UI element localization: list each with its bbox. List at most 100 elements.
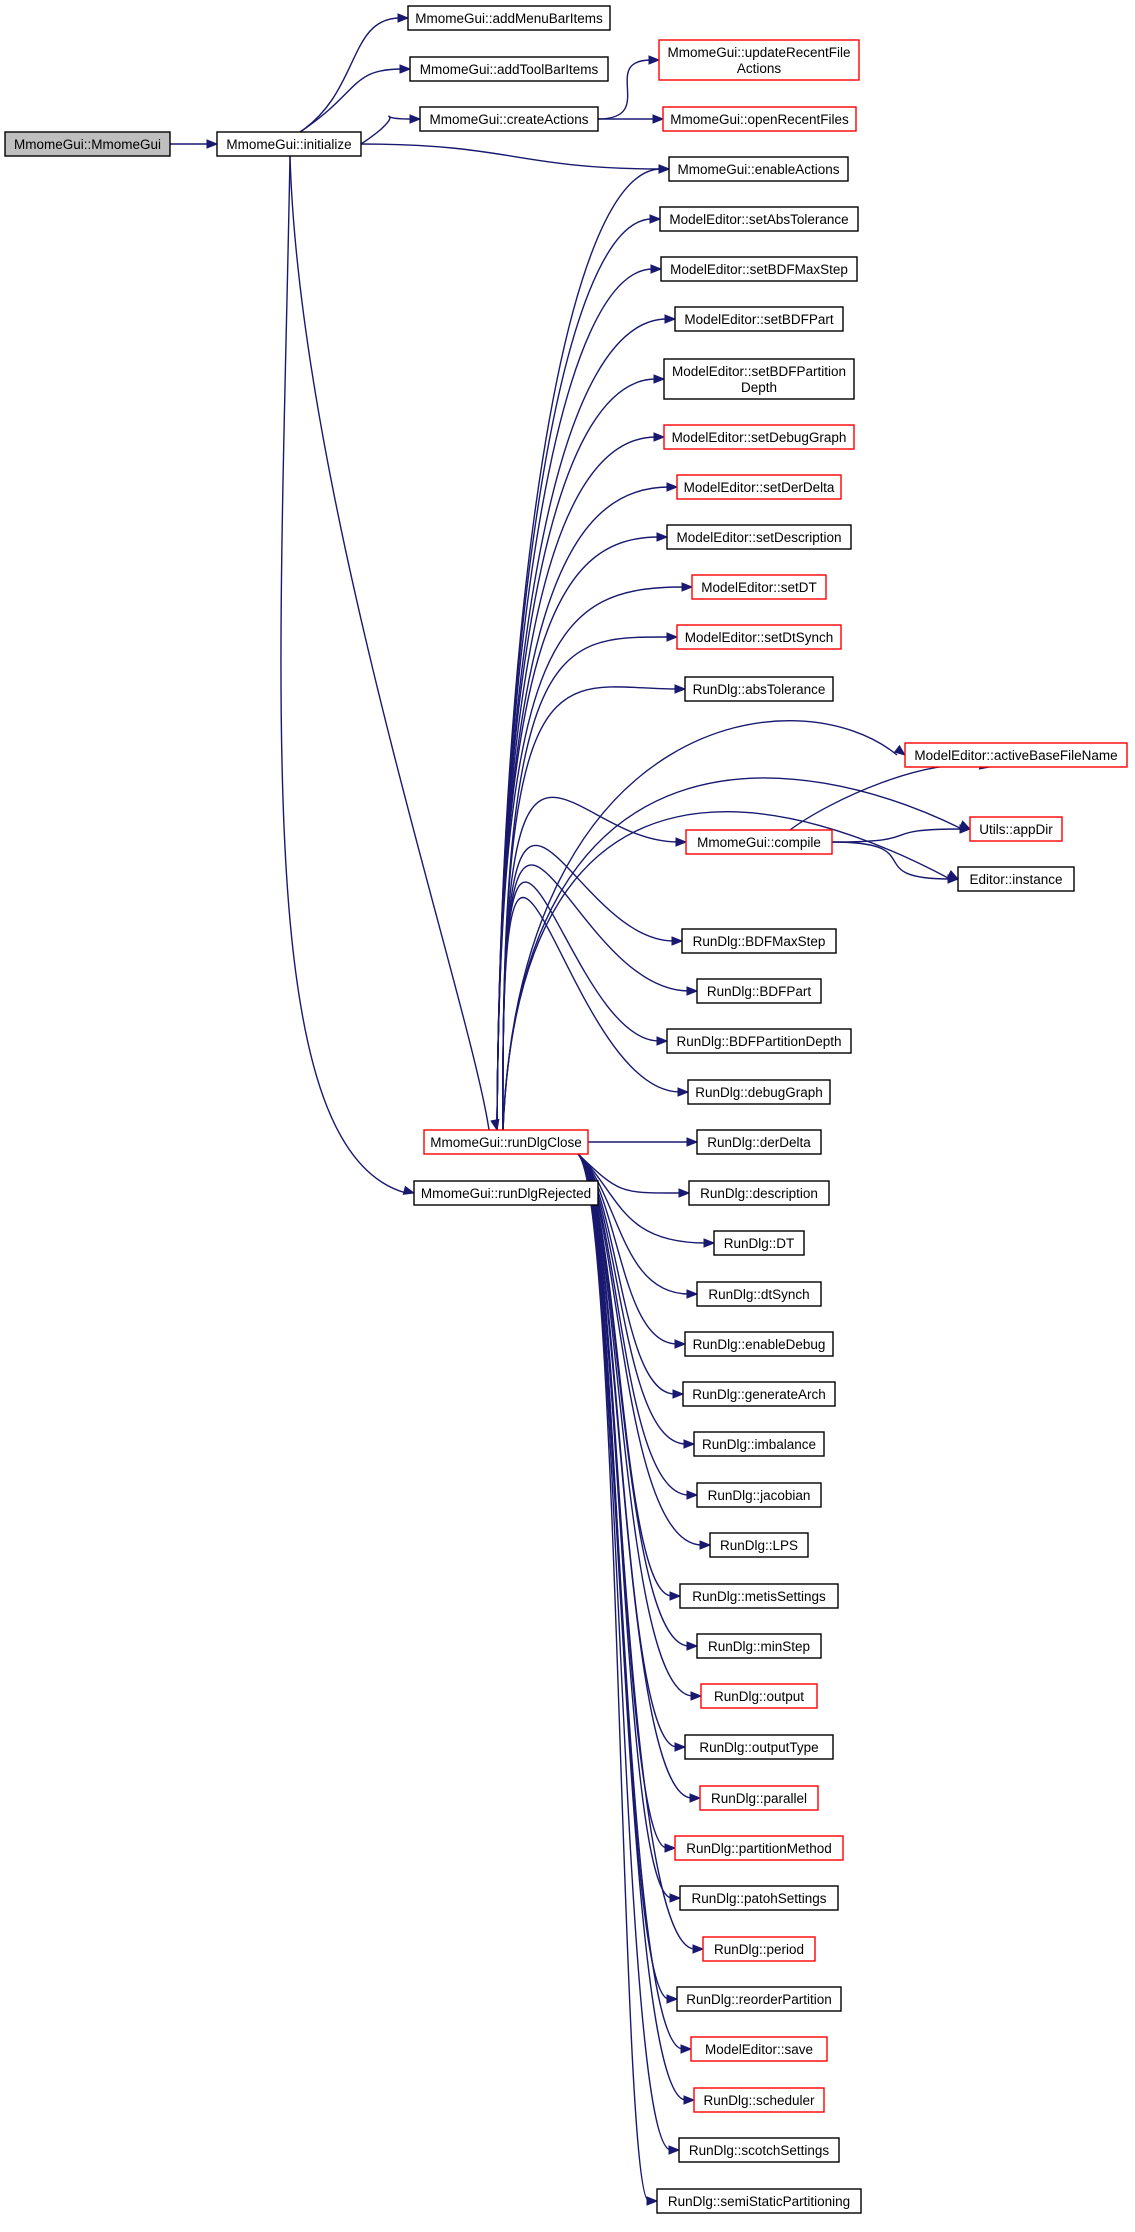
edge-arrowhead	[649, 214, 662, 224]
node-reorderpartition[interactable]: RunDlg::reorderPartition	[676, 1986, 842, 2012]
node-setabstolerance[interactable]: ModelEditor::setAbsTolerance	[659, 206, 859, 232]
node-label: ModelEditor::activeBaseFileName	[914, 748, 1117, 763]
node-abstolerance[interactable]: RunDlg::absTolerance	[684, 676, 834, 702]
edge-arrowhead	[669, 1893, 682, 1903]
edge-arrowhead	[686, 986, 699, 996]
edge-arrowhead	[664, 1843, 677, 1853]
node-setdtsynch[interactable]: ModelEditor::setDtSynch	[676, 624, 842, 650]
node-period[interactable]: RunDlg::period	[702, 1936, 816, 1962]
edge-rundlgclose-to-bdfpartitiondepth	[502, 881, 660, 1131]
node-initialize[interactable]: MmomeGui::initialize	[216, 131, 362, 157]
node-parallel[interactable]: RunDlg::parallel	[699, 1785, 819, 1811]
node-label: MmomeGui::compile	[697, 835, 821, 850]
node-activebasefilename[interactable]: ModelEditor::activeBaseFileName	[904, 742, 1128, 768]
edge-rundlgclose-to-description	[577, 1153, 682, 1194]
node-box	[696, 1281, 822, 1307]
edge-arrowhead	[689, 1793, 702, 1803]
node-setderdelta[interactable]: ModelEditor::setDerDelta	[676, 474, 842, 500]
node-label: Editor::instance	[969, 872, 1062, 887]
node-editorinstance[interactable]: Editor::instance	[957, 866, 1075, 892]
edge-initialize-to-rundlgrejected	[280, 155, 407, 1194]
node-label: Utils::appDir	[979, 822, 1053, 837]
edges-layer	[170, 13, 992, 2206]
node-rundlgrejected[interactable]: MmomeGui::runDlgRejected	[413, 1180, 599, 1206]
node-box	[682, 1381, 836, 1407]
edge-rundlgclose-to-patohsettings	[577, 1153, 673, 1899]
node-box	[660, 256, 858, 282]
node-label: RunDlg::parallel	[711, 1791, 807, 1806]
node-metissettings[interactable]: RunDlg::metisSettings	[679, 1583, 839, 1609]
edge-arrowhead	[658, 164, 671, 174]
node-bdfpartitiondepth[interactable]: RunDlg::BDFPartitionDepth	[666, 1028, 852, 1054]
node-setbdfmaxstep[interactable]: ModelEditor::setBDFMaxStep	[660, 256, 858, 282]
node-label: MmomeGui::createActions	[429, 112, 588, 127]
node-enabledebug[interactable]: RunDlg::enableDebug	[684, 1331, 834, 1357]
node-description[interactable]: RunDlg::description	[688, 1180, 830, 1206]
edge-arrowhead	[397, 13, 410, 23]
node-outputtype[interactable]: RunDlg::outputType	[684, 1734, 834, 1760]
node-setdt[interactable]: ModelEditor::setDT	[691, 574, 827, 600]
node-setdebuggraph[interactable]: ModelEditor::setDebugGraph	[663, 424, 855, 450]
node-generatearch[interactable]: RunDlg::generateArch	[682, 1381, 836, 1407]
node-semistaticpartitioning[interactable]: RunDlg::semiStaticPartitioning	[656, 2188, 862, 2214]
node-derdelta[interactable]: RunDlg::derDelta	[696, 1129, 822, 1155]
node-label: ModelEditor::setDT	[701, 580, 817, 595]
node-appdir[interactable]: Utils::appDir	[969, 816, 1063, 842]
node-box	[687, 1079, 831, 1105]
node-box	[663, 358, 855, 400]
node-label: RunDlg::BDFMaxStep	[693, 934, 826, 949]
node-lps[interactable]: RunDlg::LPS	[709, 1532, 809, 1558]
node-setdescription[interactable]: ModelEditor::setDescription	[666, 524, 852, 550]
edge-createactions-to-updaterecentfileactions	[597, 59, 652, 120]
node-jacobian[interactable]: RunDlg::jacobian	[696, 1482, 822, 1508]
edge-initialize-to-addmenubaritems	[299, 17, 401, 133]
node-box	[688, 1180, 830, 1206]
node-createactions[interactable]: MmomeGui::createActions	[419, 106, 599, 132]
node-bdfpart[interactable]: RunDlg::BDFPart	[696, 978, 822, 1004]
edge-arrowhead	[959, 824, 972, 834]
node-bdfmaxstep[interactable]: RunDlg::BDFMaxStep	[681, 928, 837, 954]
node-box	[684, 1734, 834, 1760]
node-label: RunDlg::imbalance	[702, 1437, 816, 1452]
node-label: ModelEditor::setDtSynch	[685, 630, 834, 645]
node-box	[696, 1129, 822, 1155]
node-box	[676, 624, 842, 650]
node-output[interactable]: RunDlg::output	[700, 1683, 818, 1709]
edge-arrowhead	[669, 1591, 682, 1601]
node-label: RunDlg::LPS	[720, 1538, 798, 1553]
edge-rundlgclose-to-debuggraph	[502, 896, 681, 1131]
edge-rundlgclose-to-save	[577, 1153, 684, 2050]
node-debuggraph[interactable]: RunDlg::debugGraph	[687, 1079, 831, 1105]
edge-rundlgclose-to-editorinstance	[502, 811, 951, 1131]
node-setbdfpart[interactable]: ModelEditor::setBDFPart	[674, 306, 844, 332]
node-addmenubaritems[interactable]: MmomeGui::addMenuBarItems	[407, 5, 611, 31]
node-enableactions[interactable]: MmomeGui::enableActions	[668, 156, 849, 182]
node-patohsettings[interactable]: RunDlg::patohSettings	[679, 1885, 839, 1911]
node-rundlgclose[interactable]: MmomeGui::runDlgClose	[423, 1129, 589, 1155]
edge-arrowhead	[668, 2145, 681, 2155]
node-save[interactable]: ModelEditor::save	[690, 2036, 828, 2062]
node-scotchsettings[interactable]: RunDlg::scotchSettings	[678, 2137, 840, 2163]
edge-arrowhead	[664, 314, 677, 324]
node-box	[216, 131, 362, 157]
node-dt[interactable]: RunDlg::DT	[713, 1230, 805, 1256]
node-label: RunDlg::semiStaticPartitioning	[668, 2194, 850, 2209]
node-openrecentfiles[interactable]: MmomeGui::openRecentFiles	[662, 106, 857, 132]
node-minstep[interactable]: RunDlg::minStep	[696, 1633, 822, 1659]
node-label: ModelEditor::setDescription	[676, 530, 841, 545]
edge-arrowhead	[674, 684, 687, 694]
node-box	[690, 2036, 828, 2062]
node-addtoolbaritems[interactable]: MmomeGui::addToolBarItems	[409, 56, 609, 82]
node-imbalance[interactable]: RunDlg::imbalance	[693, 1431, 825, 1457]
node-compile[interactable]: MmomeGui::compile	[685, 829, 833, 855]
node-mmomegui_ctor[interactable]: MmomeGui::MmomeGui	[4, 131, 171, 157]
node-scheduler[interactable]: RunDlg::scheduler	[693, 2087, 825, 2113]
edge-arrowhead	[653, 374, 666, 384]
node-label: ModelEditor::setAbsTolerance	[669, 212, 848, 227]
node-partitionmethod[interactable]: RunDlg::partitionMethod	[674, 1835, 844, 1861]
node-dtsynch[interactable]: RunDlg::dtSynch	[696, 1281, 822, 1307]
node-box	[679, 1885, 839, 1911]
